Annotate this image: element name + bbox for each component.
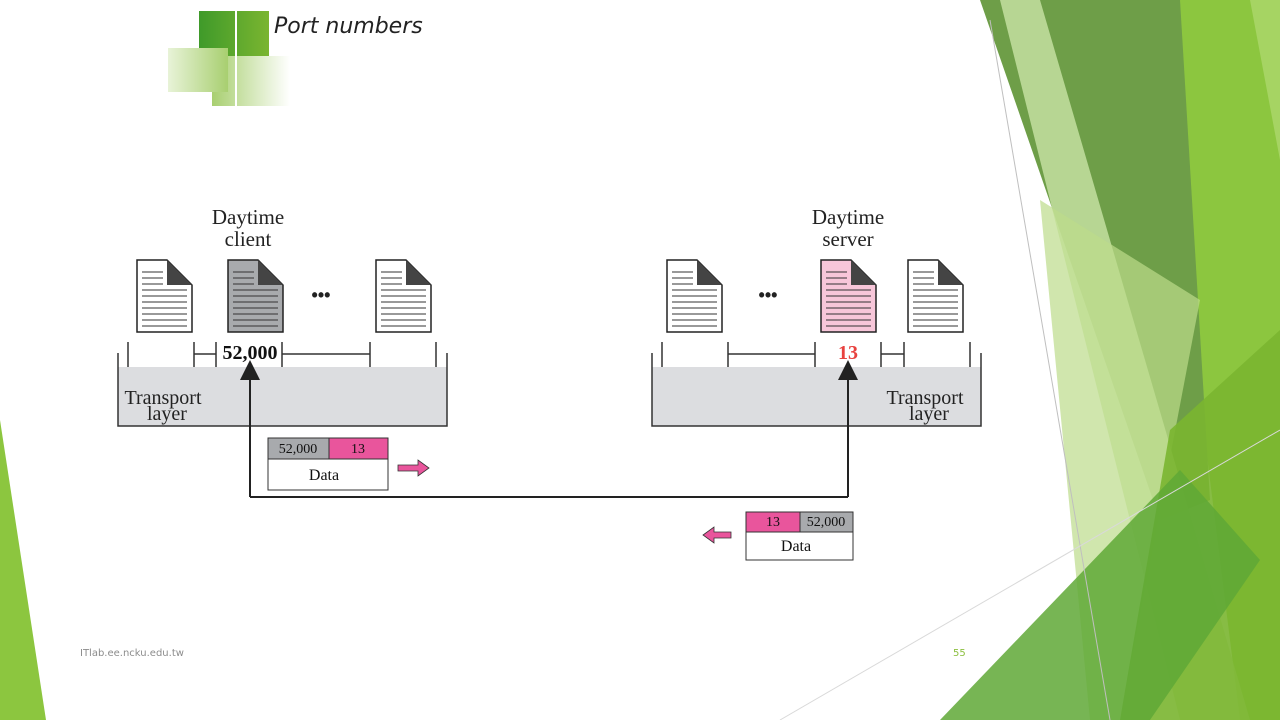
server-process-icon: [820, 259, 877, 333]
server-transport-label-line2: layer: [909, 403, 949, 425]
client-transport-label-line1: Transport: [124, 387, 201, 409]
page-number: 55: [953, 648, 966, 659]
request-data-label: Data: [309, 467, 339, 484]
client-transport-layer: [117, 342, 448, 427]
document-icon: [136, 259, 193, 333]
right-arrow-icon: [397, 459, 430, 477]
left-arrow-icon: [702, 526, 732, 544]
slide-title: Port numbers: [274, 14, 423, 39]
title-logo-squares: [168, 0, 290, 110]
server-transport-layer: [651, 342, 982, 427]
client-process-icon: [227, 259, 284, 333]
response-source-port: 13: [766, 515, 780, 530]
client-label-line1: Daytime: [212, 205, 284, 229]
response-data-label: Data: [781, 538, 811, 555]
client-transport-label-line2: layer: [147, 403, 187, 425]
request-source-port: 52,000: [279, 442, 318, 457]
request-packet: [267, 437, 389, 491]
document-icon: [666, 259, 723, 333]
server-port-number: 13: [838, 342, 858, 364]
server-label-line1: Daytime: [812, 205, 884, 229]
response-packet: [745, 511, 854, 561]
client-port-number: 52,000: [223, 342, 278, 364]
client-label-line2: client: [225, 227, 272, 251]
document-icon: [375, 259, 432, 333]
connection-path: [240, 360, 858, 498]
client-ellipsis: •••: [312, 285, 331, 305]
request-dest-port: 13: [351, 442, 365, 457]
server-ellipsis: •••: [759, 285, 778, 305]
response-dest-port: 52,000: [807, 515, 846, 530]
footer-site: ITlab.ee.ncku.edu.tw: [80, 648, 184, 659]
document-icon: [907, 259, 964, 333]
server-label-line2: server: [822, 227, 873, 251]
server-transport-label-line1: Transport: [886, 387, 963, 409]
